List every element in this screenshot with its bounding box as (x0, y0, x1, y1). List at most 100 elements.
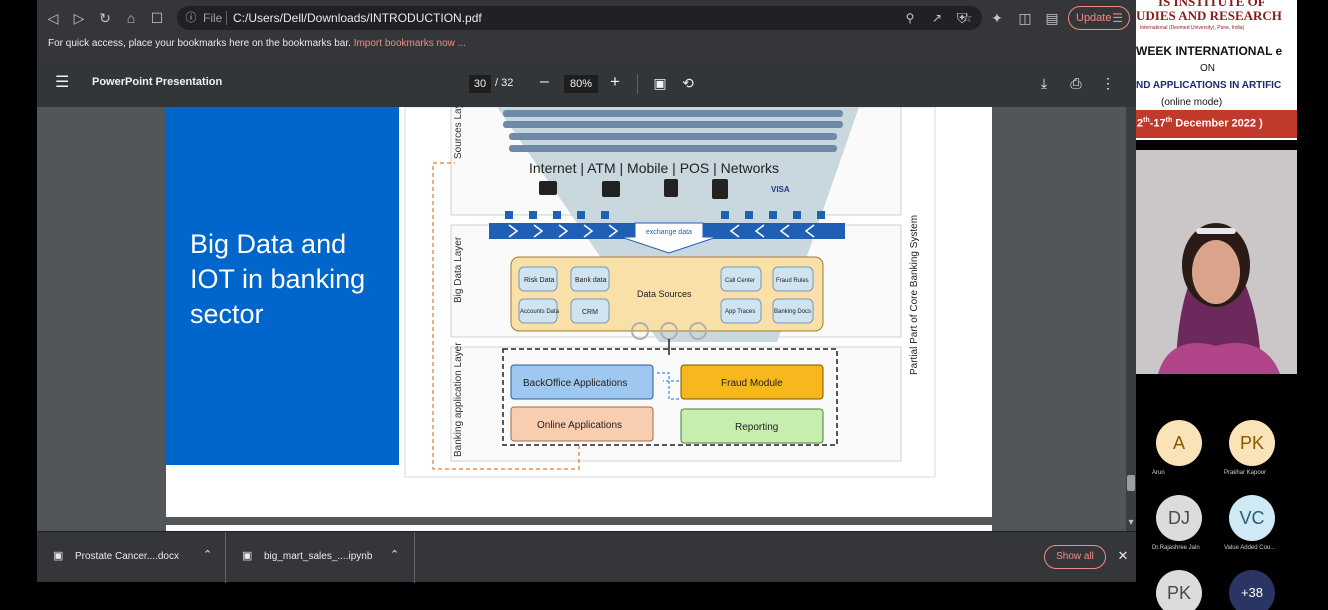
docx-file-icon: ▣ (53, 550, 64, 562)
exchange-label: exchange data (646, 229, 692, 236)
print-icon[interactable]: ⎙ (1070, 75, 1082, 91)
zoom-icon[interactable]: ⚲ (905, 11, 915, 25)
sources-layer-label: Sources Layer (453, 107, 464, 159)
backoffice-box (510, 364, 654, 400)
banner-date: 2th-17th December 2022 ) (1137, 117, 1263, 130)
participant-name: Prakhar Kapoor (1224, 470, 1267, 476)
participant-avatar[interactable]: VC (1229, 495, 1275, 541)
speaker-figure (1136, 150, 1297, 374)
extensions-icon[interactable]: ✦ (991, 10, 1003, 26)
source-banking-docs: Banking Docs (774, 309, 811, 315)
download-item[interactable]: ▣ Prostate Cancer....docx ⌃ (37, 532, 226, 583)
bookmark-icon[interactable]: ☐ (150, 10, 164, 26)
exchange-arrow (620, 222, 718, 254)
pdf-page: Big Data and IOT in banking sector (166, 107, 992, 517)
banner-date-strip: 2th-17th December 2022 ) (1136, 110, 1297, 138)
participant-initials: A (1172, 433, 1185, 453)
info-icon[interactable]: ⓘ (185, 12, 197, 24)
update-button[interactable]: Update ☰ (1068, 6, 1130, 30)
back-icon[interactable]: ◁ (47, 10, 59, 26)
customers-icons (503, 110, 843, 152)
sidepanel-icon[interactable]: ◫ (1018, 10, 1032, 26)
fraud-label: Fraud Module (721, 378, 783, 389)
scroll-down-icon[interactable]: ▾ (1128, 517, 1134, 528)
date-start: 2 (1137, 117, 1144, 130)
forward-icon[interactable]: ▷ (73, 10, 85, 26)
banner-week: WEEK INTERNATIONAL e (1136, 44, 1283, 58)
import-bookmarks-link[interactable]: Import bookmarks now ... (353, 38, 466, 49)
event-banner: IS INSTITUTE OF UDIES AND RESEARCH Inter… (1136, 0, 1297, 140)
participant-avatar[interactable]: PK (1229, 420, 1275, 466)
file-icon: ▣ (242, 550, 253, 562)
banking-architecture-diagram: Internet | ATM | Mobile | POS | Networks… (404, 107, 936, 478)
participant-name: Value Added Cou... (1224, 545, 1276, 551)
wallet-icon[interactable]: ▤ (1045, 10, 1059, 26)
address-bar[interactable]: ⓘ File C:/Users/Dell/Downloads/INTRODUCT… (177, 6, 982, 30)
viewer-scrollbar[interactable] (1126, 107, 1136, 531)
participant-name: Arun (1152, 470, 1165, 476)
rotate-icon[interactable]: ⟲ (682, 75, 694, 91)
url-scheme: File (203, 11, 223, 25)
hamburger-menu-icon[interactable]: ☰ (55, 74, 70, 91)
share-icon[interactable]: ↗ (931, 11, 943, 25)
pdf-title: PowerPoint Presentation (92, 76, 223, 88)
show-all-button[interactable]: Show all (1044, 545, 1106, 569)
slide-title: Big Data and IOT in banking sector (190, 229, 366, 329)
address-divider (226, 11, 227, 25)
more-count: +38 (1240, 585, 1264, 600)
zoom-in-icon[interactable]: + (610, 72, 620, 91)
reload-icon[interactable]: ↻ (99, 10, 111, 26)
banner-mode: (online mode) (1161, 97, 1223, 108)
online-label: Online Applications (537, 420, 622, 431)
source-fraud-rules: Fraud Rules (776, 278, 809, 284)
download-filename: big_mart_sales_....ipynb (264, 551, 373, 562)
date-end: December 2022 ) (1172, 117, 1263, 130)
banner-on: ON (1200, 63, 1215, 74)
chevron-up-icon[interactable]: ⌃ (390, 549, 400, 561)
source-call-center: Call Center (725, 278, 755, 284)
participant-initials: DJ (1168, 508, 1190, 528)
download-icon[interactable]: ⤓ (1040, 75, 1048, 91)
shield-icon[interactable]: ⛨ (956, 10, 968, 26)
app-layer-box (450, 346, 902, 462)
core-banking-label: Partial Part of Core Banking System (909, 215, 920, 375)
slide-title-panel: Big Data and IOT in banking sector (166, 107, 399, 465)
zoom-out-icon[interactable]: – (540, 73, 549, 90)
chevron-up-icon[interactable]: ⌃ (203, 549, 213, 561)
browser-toolbar: ◁ ▷ ↻ ⌂ ☐ ⓘ File C:/Users/Dell/Downloads… (37, 0, 1136, 36)
bigdata-layer-label: Big Data Layer (453, 236, 464, 303)
online-box (510, 406, 654, 442)
banner-institute: IS INSTITUTE OF (1158, 0, 1266, 9)
participant-avatar[interactable]: A (1156, 420, 1202, 466)
download-filename: Prostate Cancer....docx (75, 551, 179, 562)
participant-name: Dr.Rajashree Jain (1152, 545, 1200, 551)
banner-studies: UDIES AND RESEARCH (1136, 8, 1282, 23)
participant-avatar[interactable]: DJ (1156, 495, 1202, 541)
participant-avatar[interactable]: PK (1156, 570, 1202, 610)
channel-icons (539, 179, 728, 199)
page-number-input[interactable]: 30 (469, 75, 491, 93)
data-sources-label: Data Sources (637, 289, 692, 299)
download-item[interactable]: ▣ big_mart_sales_....ipynb ⌃ (226, 532, 415, 583)
more-options-icon[interactable]: ⋮ (1101, 75, 1115, 91)
bookmarks-bar: For quick access, place your bookmarks h… (37, 36, 1136, 56)
date-sup-1: th (1143, 117, 1150, 124)
pdf-viewer[interactable]: Big Data and IOT in banking sector (37, 107, 1136, 531)
star-icon[interactable]: ☆ (961, 11, 973, 25)
next-pdf-page (166, 525, 992, 531)
app-layer-label: Banking application Layer (453, 342, 464, 457)
banner-university: International (Deemed University), Pune,… (1140, 25, 1245, 31)
zoom-input[interactable]: 80% (564, 75, 598, 93)
url-text[interactable]: C:/Users/Dell/Downloads/INTRODUCTION.pdf (233, 11, 482, 25)
source-accounts: Accounts Data (520, 309, 560, 315)
close-icon[interactable]: ✕ (1117, 548, 1129, 563)
more-participants-badge[interactable]: +38 (1229, 570, 1275, 610)
fit-page-icon[interactable]: ▣ (653, 75, 667, 91)
pdf-toolbar: ☰ PowerPoint Presentation 30 / 32 – 80% … (37, 60, 1136, 107)
scroll-thumb[interactable] (1127, 475, 1135, 491)
dashed-boundary (502, 348, 838, 446)
visa-card: VISA (771, 185, 790, 194)
participant-initials: VC (1239, 508, 1265, 528)
home-icon[interactable]: ⌂ (126, 10, 136, 26)
